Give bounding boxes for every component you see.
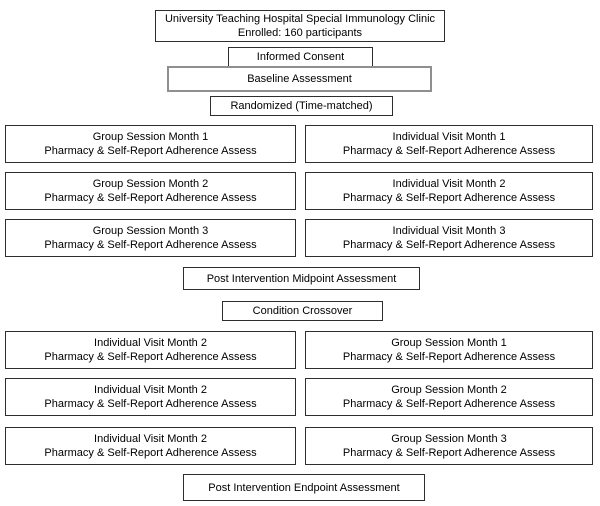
phase1-right-month1-box: Individual Visit Month 1 Pharmacy & Self… (305, 125, 593, 163)
box-subtitle: Pharmacy & Self-Report Adherence Assess (44, 398, 257, 410)
box-subtitle: Pharmacy & Self-Report Adherence Assess (44, 145, 257, 157)
box-title: Individual Visit Month 1 (392, 131, 506, 143)
midpoint-assessment-box: Post Intervention Midpoint Assessment (183, 267, 420, 290)
randomization-box: Randomized (Time-matched) (210, 96, 393, 116)
box-title: Individual Visit Month 2 (392, 178, 506, 190)
clinic-name: University Teaching Hospital Special Imm… (164, 13, 436, 25)
phase1-left-month3-box: Group Session Month 3 Pharmacy & Self-Re… (5, 219, 296, 257)
box-title: Individual Visit Month 2 (94, 384, 207, 396)
box-subtitle: Pharmacy & Self-Report Adherence Assess (342, 351, 556, 363)
box-title: Individual Visit Month 2 (94, 433, 207, 445)
phase2-right-month3-box: Group Session Month 3 Pharmacy & Self-Re… (305, 427, 593, 465)
box-title: Group Session Month 1 (391, 337, 507, 349)
box-subtitle: Pharmacy & Self-Report Adherence Assess (342, 239, 556, 251)
box-title: Group Session Month 3 (391, 433, 507, 445)
box-subtitle: Pharmacy & Self-Report Adherence Assess (44, 239, 257, 251)
phase2-left-row3-box: Individual Visit Month 2 Pharmacy & Self… (5, 427, 296, 465)
box-subtitle: Pharmacy & Self-Report Adherence Assess (342, 447, 556, 459)
phase1-right-month2-box: Individual Visit Month 2 Pharmacy & Self… (305, 172, 593, 210)
box-subtitle: Pharmacy & Self-Report Adherence Assess (44, 447, 257, 459)
phase1-right-month3-box: Individual Visit Month 3 Pharmacy & Self… (305, 219, 593, 257)
box-subtitle: Pharmacy & Self-Report Adherence Assess (342, 192, 556, 204)
box-title: Group Session Month 2 (391, 384, 507, 396)
phase1-left-month2-box: Group Session Month 2 Pharmacy & Self-Re… (5, 172, 296, 210)
box-title: Group Session Month 2 (92, 178, 209, 190)
phase2-right-month2-box: Group Session Month 2 Pharmacy & Self-Re… (305, 378, 593, 416)
phase1-left-month1-box: Group Session Month 1 Pharmacy & Self-Re… (5, 125, 296, 163)
box-subtitle: Pharmacy & Self-Report Adherence Assess (342, 398, 556, 410)
clinic-header-box: University Teaching Hospital Special Imm… (155, 10, 445, 42)
box-subtitle: Pharmacy & Self-Report Adherence Assess (44, 192, 257, 204)
phase2-left-row2-box: Individual Visit Month 2 Pharmacy & Self… (5, 378, 296, 416)
box-title: Group Session Month 3 (92, 225, 209, 237)
box-subtitle: Pharmacy & Self-Report Adherence Assess (44, 351, 257, 363)
box-title: Individual Visit Month 2 (94, 337, 207, 349)
box-title: Individual Visit Month 3 (392, 225, 506, 237)
phase2-left-row1-box: Individual Visit Month 2 Pharmacy & Self… (5, 331, 296, 369)
phase2-right-month1-box: Group Session Month 1 Pharmacy & Self-Re… (305, 331, 593, 369)
condition-crossover-box: Condition Crossover (222, 301, 383, 321)
box-title: Group Session Month 1 (92, 131, 209, 143)
enrollment-count: Enrolled: 160 participants (237, 27, 363, 39)
endpoint-assessment-box: Post Intervention Endpoint Assessment (183, 474, 425, 501)
informed-consent-box: Informed Consent (228, 47, 373, 67)
baseline-assessment-box: Baseline Assessment (167, 66, 432, 92)
box-subtitle: Pharmacy & Self-Report Adherence Assess (342, 145, 556, 157)
